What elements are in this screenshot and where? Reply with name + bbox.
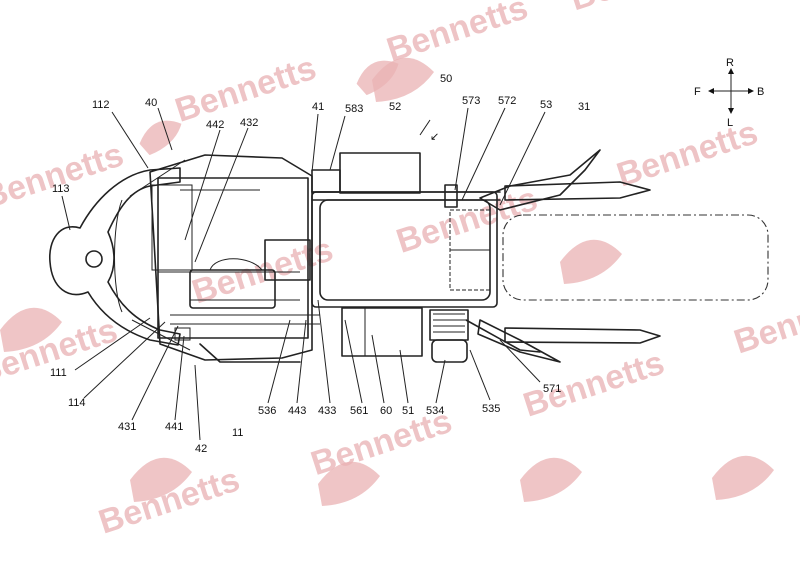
label-40: 40 [145, 97, 157, 109]
label-114: 114 [68, 397, 86, 409]
label-432: 432 [240, 117, 258, 129]
watermark-logo-icon [520, 458, 582, 502]
label-31: 31 [578, 101, 590, 113]
label-41: 41 [312, 101, 324, 113]
label-583: 583 [345, 103, 363, 115]
arrow-right-icon [748, 88, 754, 94]
dir-left-label: L [727, 117, 733, 129]
label-442: 442 [206, 119, 224, 131]
dir-right-label: R [726, 57, 734, 69]
label-535: 535 [482, 403, 500, 415]
direction-indicator: R L F B [694, 57, 764, 129]
dir-back-label: B [757, 86, 764, 98]
component-52 [340, 153, 420, 193]
label-431: 431 [118, 421, 136, 433]
axle-hole [86, 251, 102, 267]
watermark-text: Bennetts [565, 0, 715, 18]
label-11: 11 [232, 427, 243, 439]
label-433: 433 [318, 405, 336, 417]
rear-wheel-outline [503, 215, 768, 300]
label-572: 572 [498, 95, 516, 107]
watermark-text: Bennetts [519, 344, 669, 425]
label-534: 534 [426, 405, 444, 417]
watermark-logo-icon [560, 240, 622, 284]
label-50-arrow: ↙ [430, 131, 439, 143]
watermark-logo-icon [712, 456, 774, 500]
label-111: 111 [50, 367, 67, 379]
label-52: 52 [389, 101, 401, 113]
label-443: 443 [288, 405, 306, 417]
label-51: 51 [402, 405, 414, 417]
label-573: 573 [462, 95, 480, 107]
watermark-text: Bennetts [188, 230, 338, 311]
label-536a: 536 [258, 405, 276, 417]
watermark-text: Bennetts [612, 113, 762, 194]
label-113: 113 [52, 183, 70, 195]
label-60: 60 [380, 405, 392, 417]
label-50: 50 [440, 73, 452, 85]
arrow-left-icon [708, 88, 714, 94]
label-571: 571 [543, 383, 561, 395]
label-53: 53 [540, 99, 552, 111]
dir-front-label: F [694, 86, 701, 98]
label-112: 112 [92, 99, 110, 111]
label-42: 42 [195, 443, 207, 455]
label-441: 441 [165, 421, 183, 433]
watermark-text: Bennetts [730, 280, 800, 361]
label-561: 561 [350, 405, 368, 417]
arrow-down-icon [728, 108, 734, 114]
